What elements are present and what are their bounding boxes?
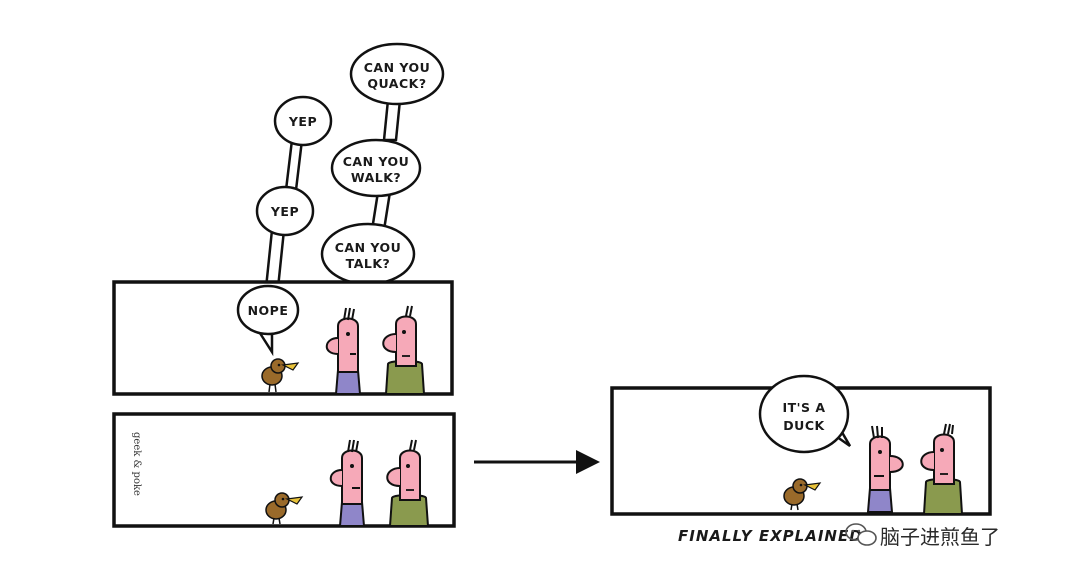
- watermark: 脑子进煎鱼了: [845, 523, 1000, 549]
- artist-signature: geek & poke: [131, 432, 142, 496]
- bubble-text-line: CAN YOU: [364, 60, 431, 75]
- man-green-shirt: [382, 305, 426, 395]
- man-green-shirt: [386, 439, 430, 527]
- bubble-text-line: DUCK: [783, 418, 825, 433]
- man-purple-shirt: [329, 439, 366, 527]
- speech-bubble-its-a-duck: IT'S A DUCK: [758, 374, 852, 454]
- duck-figure: [265, 492, 304, 525]
- man-purple-shirt: [866, 425, 904, 513]
- chat-bubbles-icon: [845, 523, 877, 546]
- watermark-text: 脑子进煎鱼了: [880, 525, 1000, 549]
- bubble-text-line: TALK?: [346, 256, 391, 271]
- bubble-text: YEP: [270, 204, 299, 219]
- bubble-text-line: WALK?: [351, 170, 401, 185]
- speech-bubble-can-you-walk: CAN YOU WALK?: [330, 138, 422, 232]
- bubble-text: YEP: [288, 114, 317, 129]
- duck-figure: [783, 478, 822, 511]
- bubble-text-line: QUACK?: [367, 76, 426, 91]
- speech-bubble-yep-middle: YEP: [255, 185, 315, 290]
- man-green-shirt: [920, 423, 964, 515]
- duck-figure: [261, 358, 300, 393]
- arrow-right-icon: [474, 450, 600, 474]
- speech-bubble-can-you-quack: CAN YOU QUACK?: [349, 42, 445, 142]
- bubble-text: NOPE: [248, 303, 289, 318]
- speech-bubble-nope: NOPE: [236, 284, 300, 357]
- bubble-text-line: CAN YOU: [335, 240, 402, 255]
- comic-caption: FINALLY EXPLAINED:: [678, 527, 870, 545]
- speech-bubble-yep-top: YEP: [273, 95, 333, 192]
- bubble-text-line: CAN YOU: [343, 154, 410, 169]
- bubble-text-line: IT'S A: [782, 400, 825, 415]
- man-purple-shirt: [325, 307, 362, 395]
